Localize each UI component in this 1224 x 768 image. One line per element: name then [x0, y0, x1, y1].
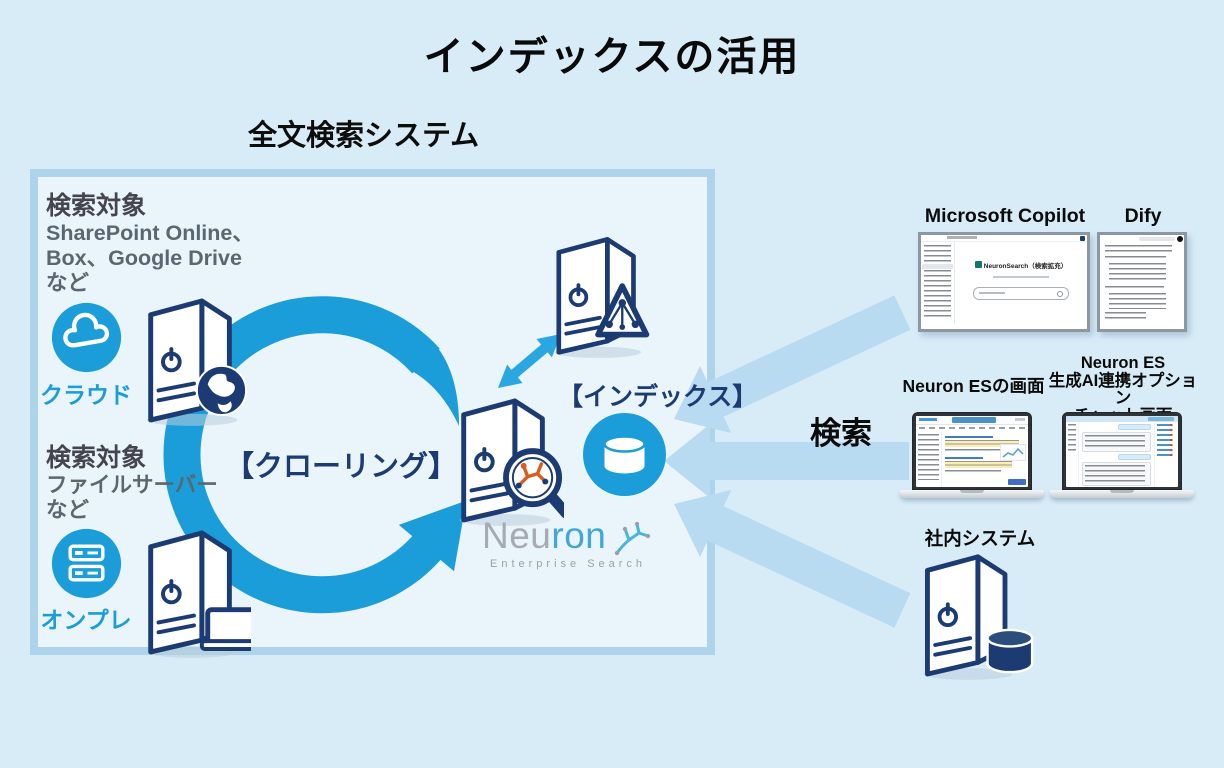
dify-label: Dify — [1124, 205, 1162, 227]
cloud-source-line: SharePoint Online、 — [46, 221, 254, 245]
neuron-logo-subtitle: Enterprise Search — [490, 558, 647, 570]
onprem-source-line: ファイルサーバー — [46, 473, 218, 497]
neuron-chat-label-line: 生成AI連携オプション — [1048, 371, 1198, 407]
network-triangle-icon — [595, 283, 650, 338]
onprem-source-line: など — [46, 498, 90, 522]
dify-avatar-icon — [1177, 236, 1183, 242]
crawl-arrow-tail — [408, 343, 459, 426]
copilot-sidebar — [921, 242, 955, 324]
cloud-source-line: Box、Google Drive — [46, 246, 242, 270]
chat-sidebar — [1066, 422, 1079, 487]
copilot-send-icon — [1057, 291, 1063, 297]
search-label: 検索 — [810, 416, 872, 451]
search-arrow-top — [674, 295, 911, 434]
user-message-pill — [1117, 454, 1151, 460]
neuron-chat-screen — [1066, 416, 1178, 487]
index-server-icon — [542, 228, 650, 359]
neuron-chat-laptop — [1050, 412, 1194, 498]
copilot-subtitle-line — [993, 276, 1049, 278]
internal-system-server-icon — [910, 545, 1034, 681]
crawler-server-icon — [446, 389, 564, 527]
search-arrow-bottom — [674, 489, 911, 628]
neuron-es-laptop — [900, 412, 1044, 498]
globe-icon — [195, 364, 248, 417]
search-facet-sidebar — [916, 432, 942, 487]
onprem-server-icon — [133, 521, 251, 659]
copilot-screen-title: NeuronSearch（検索拡充） — [974, 260, 1068, 270]
cloud-server-icon — [133, 289, 248, 427]
onprem-source-lines: ファイルサーバー など — [46, 473, 218, 523]
copilot-titlebar — [921, 235, 1087, 242]
chat-source-list — [1154, 422, 1178, 487]
laptop-addon-icon — [199, 607, 251, 651]
crawling-label: 【クローリング】 — [225, 451, 458, 483]
copilot-label: Microsoft Copilot — [924, 205, 1086, 227]
neuron-es-screen-label: Neuron ESの画面 — [902, 376, 1045, 396]
search-results — [942, 432, 1028, 487]
index-database-icon — [583, 413, 666, 496]
search-arrow-middle — [664, 424, 909, 498]
neuron-logo-text-gray: Neu — [482, 515, 552, 556]
dify-screenshot — [1097, 232, 1187, 332]
internal-system-label: 社内システム — [924, 528, 1036, 549]
dify-answer-text — [1100, 244, 1184, 326]
onprem-source-heading: 検索対象 — [46, 444, 147, 472]
copilot-search-box — [973, 287, 1069, 300]
neuronsearch-app-icon — [974, 261, 982, 268]
system-title: 全文検索システム — [248, 120, 480, 152]
crawl-arrowhead — [398, 500, 467, 572]
copilot-sidebar-items — [924, 245, 951, 317]
laptop-base — [1050, 490, 1194, 498]
cloud-source-line: など — [46, 271, 90, 295]
cloud-source-heading: 検索対象 — [46, 192, 147, 220]
copilot-tab — [947, 236, 977, 239]
dify-topbar — [1100, 235, 1184, 244]
copilot-screenshot: NeuronSearch（検索拡充） — [918, 232, 1090, 332]
assistant-bubble — [1082, 432, 1151, 452]
cloud-badge-label: クラウド — [40, 382, 132, 408]
assistant-bubble — [1082, 462, 1151, 486]
search-button — [1008, 479, 1026, 485]
neuron-chat-label-line: Neuron ES — [1080, 354, 1166, 372]
copilot-sidebar-selected — [922, 264, 953, 269]
copilot-avatar-icon — [1080, 236, 1085, 241]
chat-messages — [1079, 422, 1154, 487]
neuron-branch-icon — [615, 521, 651, 556]
laptop-bezel — [912, 412, 1032, 490]
neuron-es-search-screen — [916, 416, 1028, 487]
index-label: 【インデックス】 — [558, 383, 758, 411]
copilot-main: NeuronSearch（検索拡充） — [955, 242, 1087, 324]
user-message-pill — [1117, 424, 1151, 430]
magnifier-icon — [503, 448, 564, 519]
neuron-logo-text-blue: ron — [551, 515, 607, 556]
onprem-badge-label: オンプレ — [40, 607, 132, 633]
server-rack-icon — [51, 528, 122, 599]
cloud-icon — [51, 302, 122, 373]
index-sync-arrow — [498, 334, 561, 388]
copilot-screen-title-text: NeuronSearch（検索拡充） — [983, 262, 1068, 270]
dify-user-question-pill — [1139, 237, 1175, 241]
laptop-base — [900, 490, 1044, 498]
copilot-search-placeholder — [979, 292, 1005, 294]
results-chart — [1000, 444, 1026, 461]
page-title: インデックスの活用 — [423, 35, 801, 79]
database-addon-icon — [986, 628, 1034, 674]
laptop-bezel — [1062, 412, 1182, 490]
cloud-source-lines: SharePoint Online、 Box、Google Drive など — [46, 221, 254, 296]
